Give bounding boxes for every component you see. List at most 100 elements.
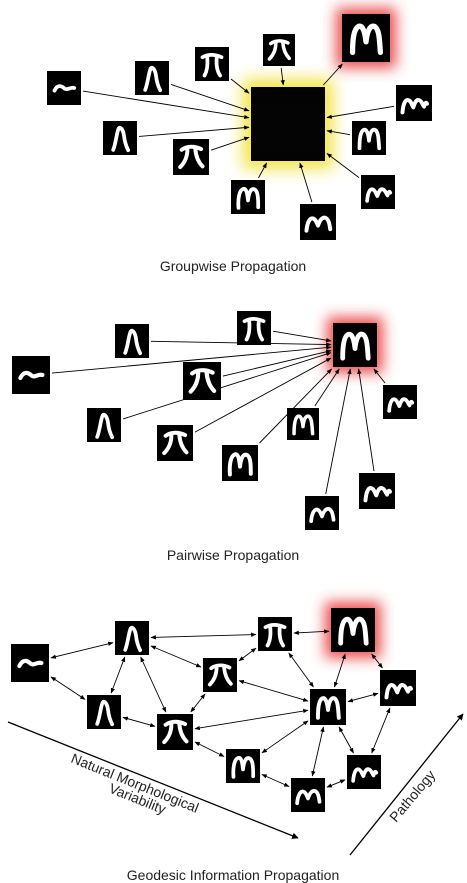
shape-tile-10 (173, 139, 209, 175)
propagation-arrow (259, 368, 332, 444)
shape-icon (227, 452, 253, 477)
shape-icon (123, 328, 143, 356)
propagation-arrow (326, 105, 395, 119)
propagation-arrow (194, 357, 332, 433)
shape-icon (263, 623, 287, 648)
shape-icon (267, 39, 291, 61)
shape-tile-36 (347, 755, 381, 789)
shape-icon (315, 696, 341, 720)
y-axis-label: Pathology (386, 767, 438, 825)
propagation-arrow (82, 90, 250, 120)
shape-icon (18, 370, 45, 381)
shape-tile-25 (305, 496, 339, 530)
target-tile-geodesic (331, 608, 375, 652)
propagation-arrow (280, 67, 285, 86)
shape-tile-6 (263, 34, 295, 66)
propagation-arrow (371, 653, 383, 669)
shape-tile-23 (222, 445, 258, 481)
shape-tile-11 (361, 175, 395, 209)
propagation-arrow (222, 349, 332, 377)
shape-tile-33 (310, 689, 346, 725)
shape-tile-18 (183, 362, 221, 400)
shape-tile-9 (352, 121, 386, 155)
propagation-arrow (50, 641, 114, 659)
shape-tile-34 (380, 670, 416, 706)
shape-icon (111, 125, 131, 153)
propagation-arrow (323, 63, 343, 86)
shape-tile-7 (396, 85, 432, 121)
shape-icon (384, 683, 413, 700)
propagation-arrow (326, 129, 351, 136)
shape-icon (95, 412, 115, 440)
propagation-arrow (261, 720, 309, 754)
propagation-arrow (272, 330, 332, 343)
shape-tile-35 (226, 749, 260, 783)
caption-geodesic: Geodesic Information Propagation (127, 867, 339, 883)
shape-tile-17 (237, 311, 271, 345)
propagation-arrow (288, 652, 314, 688)
shape-tile-12 (231, 180, 265, 214)
propagation-arrow (261, 774, 290, 787)
shape-tile-19 (383, 385, 417, 419)
shape-icon (188, 368, 217, 394)
propagation-arrow (326, 779, 346, 788)
shape-icon (123, 625, 143, 653)
shape-icon (357, 127, 382, 151)
shape-icon (242, 317, 266, 342)
shape-tile-5 (195, 47, 229, 81)
shape-tile-29 (258, 617, 292, 651)
caption-pairwise: Pairwise Propagation (167, 547, 299, 563)
shape-icon (400, 98, 429, 115)
caption-groupwise: Groupwise Propagation (160, 258, 306, 274)
shape-icon (349, 23, 384, 56)
shape-icon (17, 658, 44, 669)
propagation-arrow (51, 345, 332, 374)
shape-tile-31 (157, 714, 193, 750)
propagation-arrow (138, 125, 250, 137)
shape-icon (162, 430, 189, 456)
shape-icon (351, 767, 379, 783)
shape-icon (143, 65, 163, 93)
shape-tile-21 (287, 408, 319, 440)
shape-icon (363, 486, 392, 503)
shape-tile-28 (87, 695, 121, 729)
edge-layer (50, 63, 395, 788)
propagation-arrow (238, 679, 309, 702)
shape-icon (162, 719, 189, 745)
propagation-arrow (210, 136, 250, 151)
shape-icon (304, 215, 333, 233)
propagation-arrow (150, 645, 202, 668)
shape-icon (236, 186, 261, 210)
shape-icon (231, 755, 256, 779)
propagation-arrow (194, 741, 225, 757)
propagation-arrow (338, 726, 354, 754)
shape-tile-30 (203, 658, 237, 692)
propagation-arrow (311, 726, 325, 777)
shape-tile-37 (291, 778, 325, 812)
shape-icon (292, 414, 315, 436)
propagation-arrow (347, 692, 379, 703)
shape-icon (95, 699, 115, 727)
shape-tile-15 (12, 356, 50, 394)
propagation-arrow (190, 693, 206, 713)
tile-layer (11, 14, 432, 812)
pathology-axis (349, 713, 464, 856)
propagation-arrow (110, 656, 126, 694)
shape-tile-22 (157, 425, 193, 461)
propagation-arrow (50, 676, 86, 700)
propagation-arrow (333, 653, 346, 688)
propagation-arrow (326, 153, 360, 179)
morphology-axis (7, 721, 299, 839)
shape-icon (387, 397, 415, 413)
propagation-arrow (299, 162, 313, 203)
average-template-tile (251, 87, 325, 161)
shape-tile-27 (115, 621, 149, 655)
propagation-arrow (194, 708, 309, 731)
shape-tile-3 (47, 71, 81, 105)
shape-icon (52, 84, 77, 93)
propagation-arrow (238, 647, 257, 662)
shape-tile-24 (359, 473, 395, 509)
shape-tile-4 (135, 61, 169, 95)
target-tile-pairwise (333, 323, 377, 367)
propagation-arrow (122, 352, 332, 420)
